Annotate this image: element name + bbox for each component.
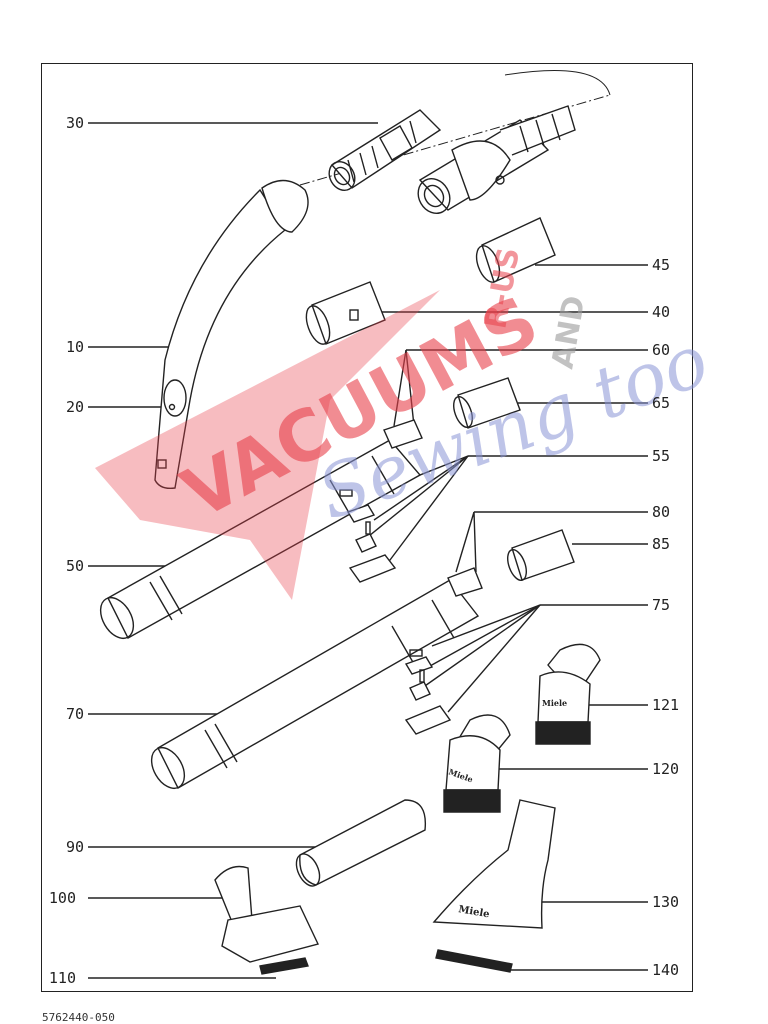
label-40: 40: [652, 303, 671, 321]
part-50-tube: [99, 419, 423, 639]
leader-80a: [455, 511, 475, 573]
part-90-crevice: [295, 799, 427, 887]
label-20: 20: [65, 398, 84, 416]
label-30: 30: [65, 114, 84, 132]
brand-mark-121: Miele: [542, 698, 567, 708]
part-20-slide: [163, 379, 187, 417]
label-50: 50: [65, 557, 84, 575]
label-110: 110: [48, 969, 76, 987]
diagram-frame: [41, 63, 693, 992]
part-45-sleeve: [475, 217, 556, 283]
leader-55b: [373, 455, 469, 521]
leader-80b: [473, 511, 477, 573]
part-30-hose-connectors: [328, 105, 576, 214]
label-130: 130: [652, 893, 680, 911]
brand-mark-130: Miele: [457, 904, 490, 920]
leader-75a: [431, 604, 541, 647]
leader-75d: [447, 604, 541, 713]
document-code: 5762440-050: [42, 1011, 115, 1024]
part-10-curved-handle: [154, 179, 309, 490]
part-121-dusting-brush: [535, 643, 601, 745]
label-90: 90: [65, 838, 84, 856]
part-70-tube: [150, 567, 483, 789]
leader-55d: [383, 455, 469, 569]
label-65: 65: [652, 394, 671, 412]
label-75: 75: [652, 596, 671, 614]
part-65-sleeve: [453, 377, 521, 429]
label-10: 10: [65, 338, 84, 356]
label-80: 80: [652, 503, 671, 521]
label-60: 60: [652, 341, 671, 359]
part-85-sleeve: [507, 529, 575, 581]
leader-75b: [429, 604, 541, 667]
label-100: 100: [48, 889, 76, 907]
part-130-mattress-nozzle: [432, 799, 556, 973]
label-70: 70: [65, 705, 84, 723]
leader-60a: [393, 349, 407, 427]
part-120-brush: [443, 714, 511, 813]
label-121: 121: [652, 696, 680, 714]
label-55: 55: [652, 447, 671, 465]
label-45: 45: [652, 256, 671, 274]
label-140: 140: [652, 961, 680, 979]
part-40-sleeve: [305, 281, 386, 345]
label-120: 120: [652, 760, 680, 778]
part-100-upholstery: [214, 865, 319, 975]
leader-75c: [421, 604, 541, 689]
leader-60b: [405, 349, 415, 427]
leader-55c: [363, 455, 469, 541]
label-85: 85: [652, 535, 671, 553]
